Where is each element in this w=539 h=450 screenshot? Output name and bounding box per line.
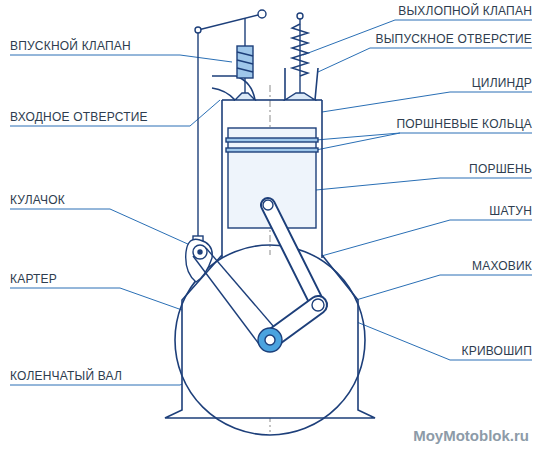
leader-lines xyxy=(10,20,532,385)
valves xyxy=(235,13,315,100)
part-label: ВХОДНОЕ ОТВЕРСТИЕ xyxy=(10,110,148,124)
piston-group xyxy=(226,128,324,352)
part-label: ПОРШНЕВЫЕ КОЛЬЦА xyxy=(397,117,532,131)
part-label: ВПУСКНОЙ КЛАПАН xyxy=(10,39,131,53)
watermark: MoyMotoblok.ru xyxy=(413,427,529,445)
part-label: ВЫХЛОПНОЙ КЛАПАН xyxy=(398,4,532,18)
part-label: КРИВОШИП xyxy=(462,344,532,358)
part-label: ШАТУН xyxy=(489,204,532,218)
part-label: КОЛЕНЧАТЫЙ ВАЛ xyxy=(10,369,122,383)
part-label: ЦИЛИНДР xyxy=(472,76,532,90)
part-label: ПОРШЕНЬ xyxy=(469,162,532,176)
engine-body xyxy=(165,68,375,435)
part-label: ВЫПУСКНОЕ ОТВЕРСТИЕ xyxy=(376,32,532,46)
part-label: КУЛАЧОК xyxy=(10,193,65,207)
part-label: МАХОВИК xyxy=(472,259,532,273)
part-label: КАРТЕР xyxy=(10,272,57,286)
